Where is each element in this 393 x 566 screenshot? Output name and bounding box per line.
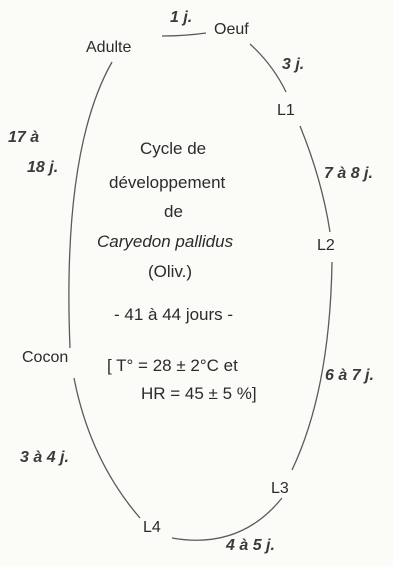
connector-l1-l2	[299, 125, 331, 233]
connector-adult-egg	[161, 32, 207, 37]
center-species-name: Caryedon pallidus	[97, 232, 234, 251]
center-title-line2: développement	[109, 173, 226, 192]
duration-egg-l1-label: 3 j.	[282, 56, 305, 73]
stage-egg-label: Oeuf	[214, 21, 249, 38]
stage-l2-label: L2	[317, 237, 335, 254]
duration-l3-l4-label: 4 à 5 j.	[226, 537, 275, 554]
center-total-duration: - 41 à 44 jours -	[114, 305, 234, 324]
connector-l3-l4	[171, 497, 283, 541]
center-title-line1: Cycle de	[140, 139, 207, 158]
center-conditions-line2: HR = 45 ± 5 %]	[141, 384, 257, 403]
duration-l2-l3-label: 6 à 7 j.	[325, 367, 374, 384]
duration-cocoon-adult-line1: 17 à	[8, 129, 40, 146]
duration-l4-cocoon-label: 3 à 4 j.	[20, 449, 69, 466]
center-title-line3: de	[164, 202, 183, 221]
connector-egg-l1	[249, 43, 287, 93]
stage-l3-label: L3	[271, 480, 289, 497]
connector-cocoon-adult	[68, 61, 113, 349]
stage-l1-label: L1	[277, 102, 295, 119]
duration-adult-egg-label: 1 j.	[170, 9, 193, 26]
stage-cocoon-label: Cocon	[22, 349, 69, 366]
center-conditions-line1: [ T° = 28 ± 2°C et	[107, 356, 238, 375]
duration-l1-l2-label: 7 à 8 j.	[324, 165, 373, 182]
connector-l4-cocoon	[73, 377, 141, 519]
duration-cocoon-adult-line2: 18 j.	[27, 159, 59, 176]
connector-l2-l3	[291, 261, 333, 471]
stage-l4-label: L4	[143, 519, 161, 536]
center-authority: (Oliv.)	[148, 262, 193, 281]
stage-adult-label: Adulte	[86, 39, 132, 56]
